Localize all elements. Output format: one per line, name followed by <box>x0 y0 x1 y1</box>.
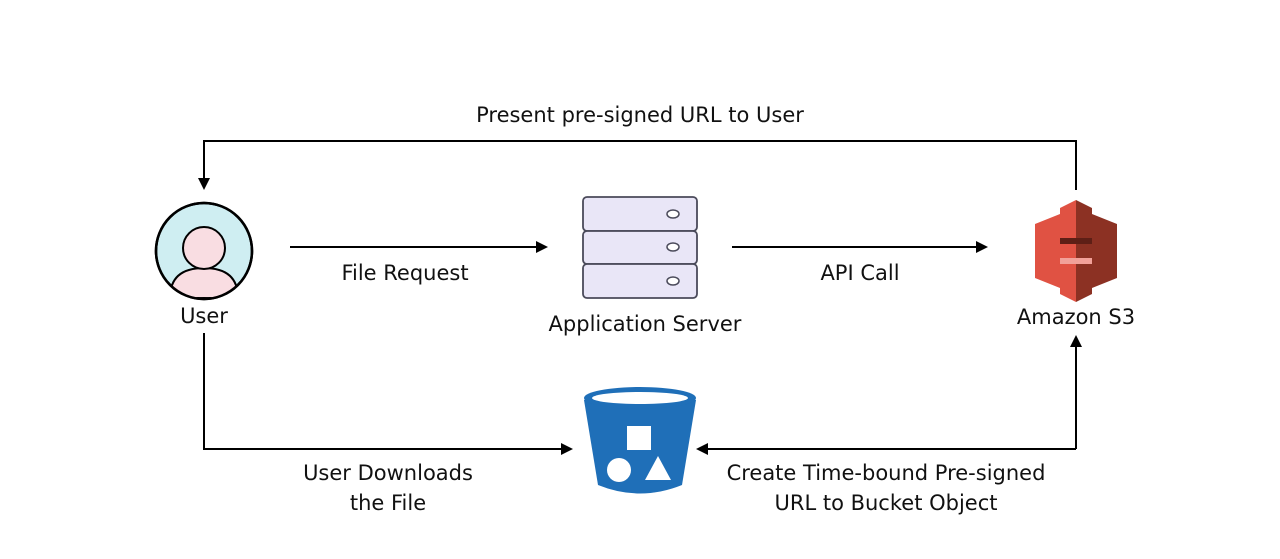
server-stack-icon <box>582 196 698 299</box>
edge-label-create-url-line-2: URL to Bucket Object <box>774 491 998 515</box>
edge-label-create-url: Create Time-bound Pre-signed URL to Buck… <box>706 458 1066 518</box>
edge-label-user-downloads: User Downloads the File <box>278 458 498 518</box>
edge-label-file-request: File Request <box>341 261 469 285</box>
s3-bucket-icon <box>584 387 696 494</box>
edge-label-present-url: Present pre-signed URL to User <box>476 103 804 127</box>
edge-label-user-downloads-line-2: the File <box>349 491 427 515</box>
amazon-s3-logo-icon <box>1035 200 1117 302</box>
edge-label-create-url-line-1: Create Time-bound Pre-signed <box>726 461 1046 485</box>
user-avatar-icon <box>154 201 254 301</box>
node-label-user: User <box>180 304 228 328</box>
edge-label-api-call: API Call <box>820 261 900 285</box>
node-label-s3: Amazon S3 <box>1016 305 1136 329</box>
edge-label-user-downloads-line-1: User Downloads <box>303 461 473 485</box>
edge-present-url <box>198 140 1077 190</box>
node-label-server: Application Server <box>548 312 742 336</box>
edge-user-downloads <box>203 333 573 455</box>
